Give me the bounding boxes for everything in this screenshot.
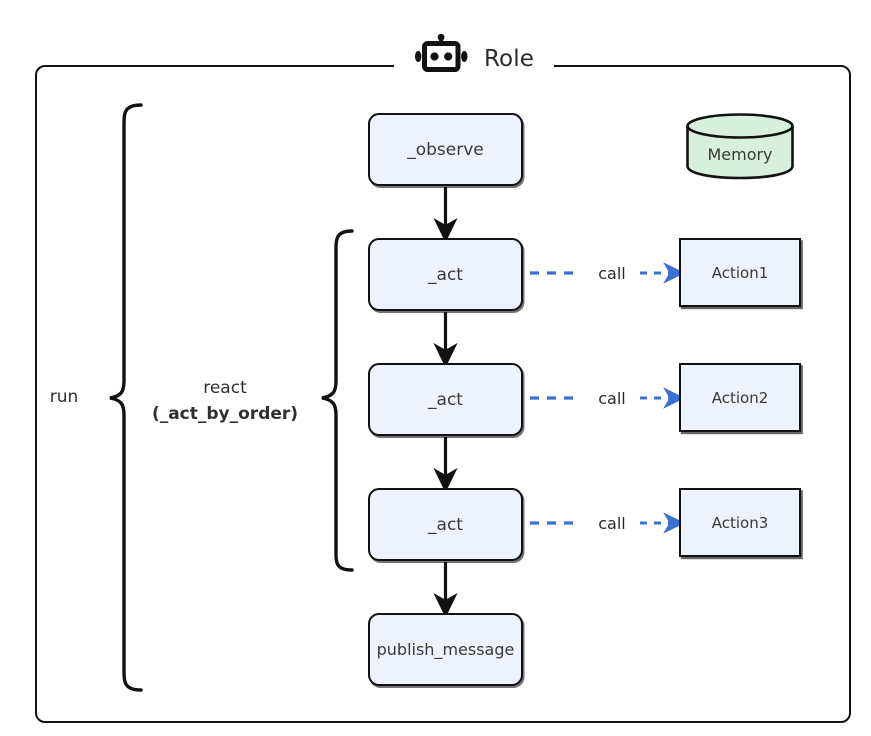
call-label-2: call [598,389,626,408]
node-act-3[interactable]: _act [368,488,523,561]
brace-label-react: react (_act_by_order) [135,375,315,427]
robot-icon [415,34,468,72]
node-act-1[interactable]: _act [368,238,523,311]
memory-cylinder-icon[interactable] [685,112,795,180]
brace-label-run: run [49,387,79,407]
node-publish-message[interactable]: publish_message [368,613,523,686]
node-observe[interactable]: _observe [368,113,523,186]
brace-label-react-line1: react [203,378,247,398]
brace-label-react-line2: (_act_by_order) [151,404,299,424]
memory-label: Memory [707,145,773,164]
call-label-3: call [598,514,626,533]
node-act-2[interactable]: _act [368,363,523,436]
node-action3[interactable]: Action3 [679,488,801,557]
call-label-1: call [598,264,626,283]
node-action2[interactable]: Action2 [679,363,801,432]
role-title: Role [484,46,534,72]
node-action1[interactable]: Action1 [679,238,801,307]
